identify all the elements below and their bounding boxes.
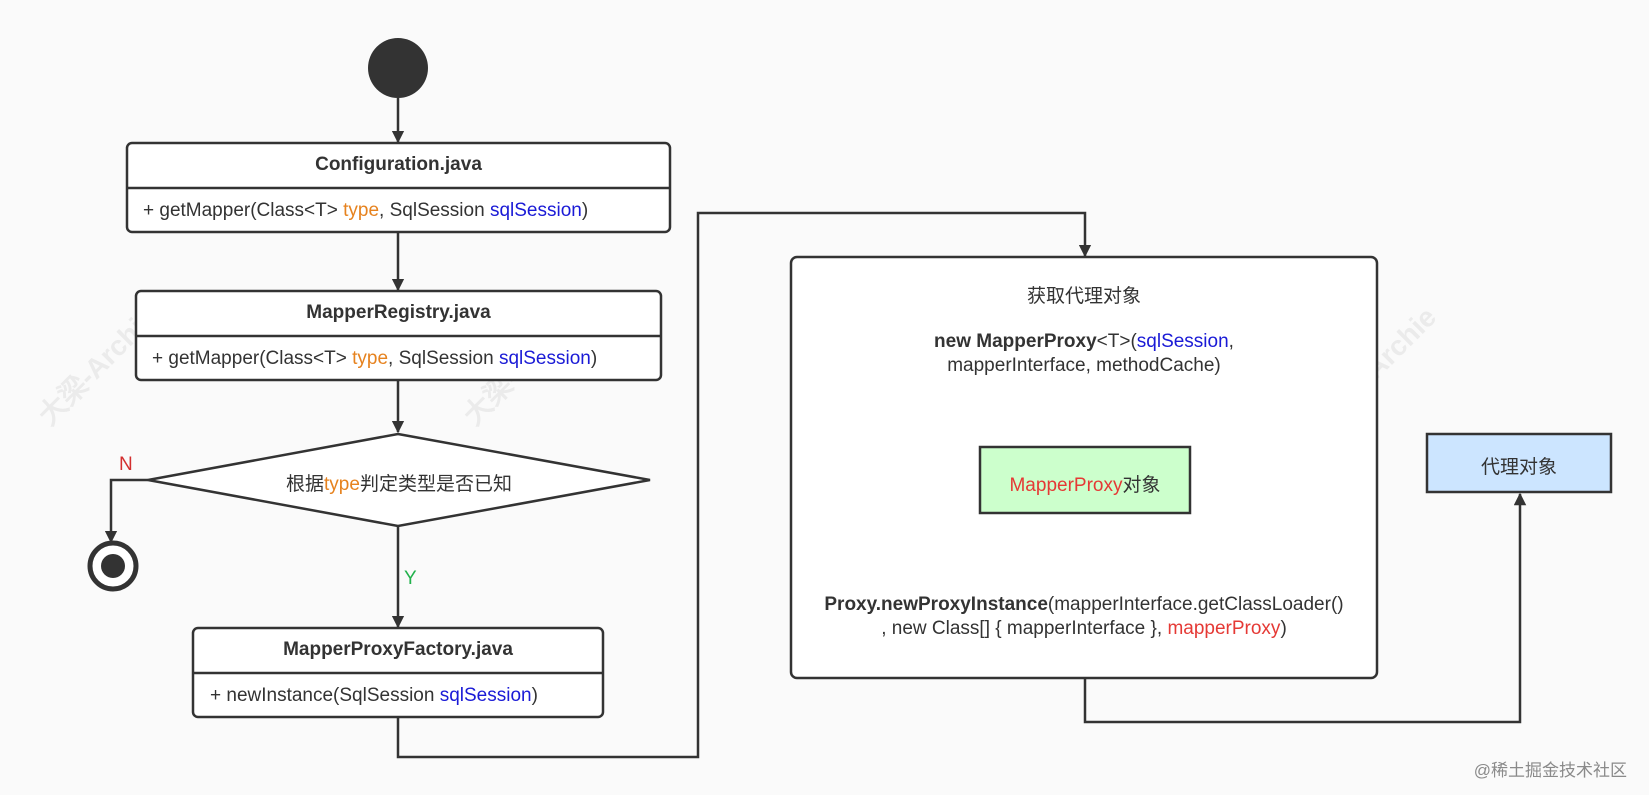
method-prefix: + getMapper(Class<T> (143, 200, 344, 221)
registry-node (134, 289, 663, 382)
result-node (1425, 432, 1613, 494)
edge-label-yes: Y (404, 568, 417, 589)
session-param: sqlSession (498, 348, 591, 369)
registry-title: MapperRegistry.java (306, 302, 491, 323)
decision-label: 根据type判定类型是否已知 (148, 469, 650, 496)
decision-node (147, 432, 651, 528)
rest: (mapperInterface.getClassLoader() (1047, 594, 1344, 615)
start-node (368, 38, 428, 98)
mapper-proxy-name: MapperProxy (1009, 475, 1123, 496)
edge-label-no: N (119, 454, 133, 475)
mapper-proxy-label: MapperProxy对象 (980, 470, 1190, 497)
rest: , (1228, 331, 1234, 352)
generic: <T>( (1096, 331, 1137, 352)
new-mapper-proxy-statement: new MapperProxy<T>(sqlSession, mapperInt… (791, 330, 1377, 378)
edge-decision-no (104, 478, 148, 544)
session-param: sqlSession (439, 685, 532, 706)
decision-suffix: 判定类型是否已知 (359, 474, 512, 495)
proxy-group-title: 获取代理对象 (1026, 286, 1141, 307)
new-keyword: new MapperProxy (934, 331, 1097, 352)
configuration-node (125, 141, 672, 234)
configuration-title: Configuration.java (315, 154, 482, 175)
factory-title: MapperProxyFactory.java (283, 639, 513, 660)
method-mid: , SqlSession (388, 348, 499, 369)
edge-factory-to-proxy-group (396, 211, 1092, 759)
registry-method: + getMapper(Class<T> type, SqlSession sq… (152, 348, 597, 370)
factory-method: + newInstance(SqlSession sqlSession) (210, 685, 538, 707)
method-mid: , SqlSession (379, 200, 490, 221)
configuration-method: + getMapper(Class<T> type, SqlSession sq… (143, 200, 588, 222)
result-label: 代理对象 (1480, 457, 1557, 478)
method-suffix: ) (581, 200, 589, 221)
method-suffix: ) (531, 685, 538, 706)
type-keyword: type (352, 348, 389, 369)
session-param: sqlSession (489, 200, 582, 221)
end-node (87, 540, 139, 592)
method-suffix: ) (590, 348, 598, 369)
proxy-keyword: Proxy.newProxyInstance (824, 594, 1048, 615)
type-keyword: type (343, 200, 380, 221)
proxy-instance-statement: Proxy.newProxyInstance(mapperInterface.g… (791, 593, 1377, 641)
second-line: mapperInterface, methodCache) (947, 355, 1221, 376)
method-prefix: + getMapper(Class<T> (152, 348, 353, 369)
type-keyword: type (324, 474, 360, 495)
second-line-prefix: , new Class[] { mapperInterface }, (881, 618, 1168, 639)
method-prefix: + newInstance(SqlSession (210, 685, 440, 706)
mapper-proxy-suffix: 对象 (1122, 475, 1161, 496)
edge-proxy-group-to-result (1083, 492, 1527, 724)
mapper-proxy-param: mapperProxy (1167, 618, 1281, 639)
session-param: sqlSession (1136, 331, 1229, 352)
factory-node (191, 626, 605, 719)
mapper-proxy-node (978, 445, 1192, 515)
footer-credit: @稀土掘金技术社区 (1473, 761, 1627, 780)
decision-prefix: 根据 (286, 474, 325, 495)
second-line-suffix: ) (1280, 618, 1287, 639)
